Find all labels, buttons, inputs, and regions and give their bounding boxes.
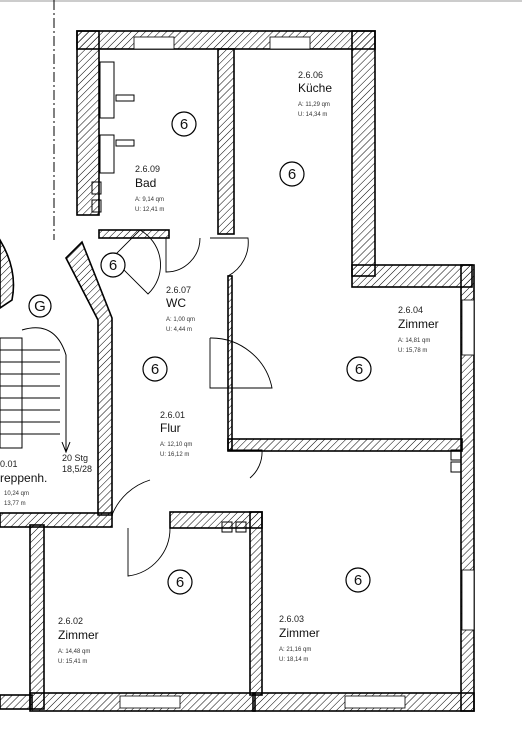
svg-text:U: 15,78 m: U: 15,78 m (398, 348, 427, 354)
svg-text:20 Stg: 20 Stg (62, 453, 88, 463)
fire-tag-zimmer-04: 6 (346, 356, 372, 382)
room-label-treppenhaus: 0.01 reppenh. 10,24 qm 13,77 m (0, 459, 47, 507)
svg-text:A: 21,16 qm: A: 21,16 qm (279, 647, 311, 653)
room-label-bad: 2.6.09 Bad A: 9,14 qm U: 12,41 m (135, 164, 164, 213)
svg-text:WC: WC (166, 296, 186, 310)
svg-text:A: 14,48 qm: A: 14,48 qm (58, 649, 90, 655)
svg-text:reppenh.: reppenh. (0, 471, 47, 485)
svg-text:2.6.01: 2.6.01 (160, 410, 185, 420)
doors (111, 229, 273, 577)
svg-text:U: 16,12 m: U: 16,12 m (160, 452, 189, 458)
svg-text:10,24 qm: 10,24 qm (4, 491, 29, 497)
stair-tag: G (28, 294, 52, 318)
svg-text:Zimmer: Zimmer (398, 317, 439, 331)
svg-text:6: 6 (109, 257, 117, 274)
walls (0, 30, 475, 712)
fire-tag-flur: 6 (142, 356, 168, 382)
svg-text:A: 1,00 qm: A: 1,00 qm (166, 317, 195, 323)
svg-text:6: 6 (176, 574, 184, 591)
svg-text:6: 6 (180, 116, 188, 133)
svg-text:A: 14,81 qm: A: 14,81 qm (398, 338, 430, 344)
svg-text:Flur: Flur (160, 421, 181, 435)
fire-tag-zimmer-03: 6 (345, 567, 371, 593)
svg-text:G: G (34, 298, 46, 315)
fire-tag-kueche: 6 (279, 161, 305, 187)
svg-text:0.01: 0.01 (0, 459, 18, 469)
room-label-kueche: 2.6.06 Küche A: 11,29 qm U: 14,34 m (298, 70, 332, 118)
svg-text:Bad: Bad (135, 176, 156, 190)
svg-text:2.6.02: 2.6.02 (58, 616, 83, 626)
svg-text:Zimmer: Zimmer (279, 626, 320, 640)
fire-tag-wc: 6 (100, 252, 126, 278)
room-label-flur: 2.6.01 Flur A: 12,10 qm U: 16,12 m (160, 410, 192, 458)
svg-text:Küche: Küche (298, 81, 332, 95)
svg-text:Zimmer: Zimmer (58, 628, 99, 642)
svg-text:6: 6 (355, 361, 363, 378)
room-label-zimmer-03: 2.6.03 Zimmer A: 21,16 qm U: 18,14 m (279, 614, 320, 663)
svg-text:6: 6 (354, 572, 362, 589)
svg-text:U: 4,44 m: U: 4,44 m (166, 327, 192, 333)
svg-text:U: 14,34 m: U: 14,34 m (298, 112, 327, 118)
svg-text:A: 11,29 qm: A: 11,29 qm (298, 102, 330, 108)
svg-text:U: 18,14 m: U: 18,14 m (279, 657, 308, 663)
svg-text:U: 15,41 m: U: 15,41 m (58, 659, 87, 665)
svg-text:6: 6 (151, 361, 159, 378)
svg-text:2.6.07: 2.6.07 (166, 285, 191, 295)
svg-text:6: 6 (288, 166, 296, 183)
room-label-wc: 2.6.07 WC A: 1,00 qm U: 4,44 m (166, 285, 195, 333)
stair-info: 20 Stg 18,5/28 (62, 453, 92, 474)
svg-text:2.6.03: 2.6.03 (279, 614, 304, 624)
bath-fixtures (91, 61, 135, 213)
fire-tag-bad: 6 (171, 111, 197, 137)
svg-text:2.6.04: 2.6.04 (398, 305, 423, 315)
svg-text:U: 12,41 m: U: 12,41 m (135, 207, 164, 213)
svg-text:2.6.09: 2.6.09 (135, 164, 160, 174)
svg-text:A: 9,14 qm: A: 9,14 qm (135, 197, 164, 203)
fire-tags: 6 6 6 6 6 6 6 G (28, 111, 372, 595)
room-label-zimmer-04: 2.6.04 Zimmer A: 14,81 qm U: 15,78 m (398, 305, 439, 354)
window-openings (119, 36, 475, 709)
shafts (221, 449, 462, 533)
fire-tag-zimmer-02: 6 (167, 569, 193, 595)
svg-text:A: 12,10 qm: A: 12,10 qm (160, 442, 192, 448)
staircase (0, 327, 71, 454)
svg-text:2.6.06: 2.6.06 (298, 70, 323, 80)
svg-text:13,77 m: 13,77 m (4, 501, 26, 507)
room-label-zimmer-02: 2.6.02 Zimmer A: 14,48 qm U: 15,41 m (58, 616, 99, 665)
svg-text:18,5/28: 18,5/28 (62, 464, 92, 474)
